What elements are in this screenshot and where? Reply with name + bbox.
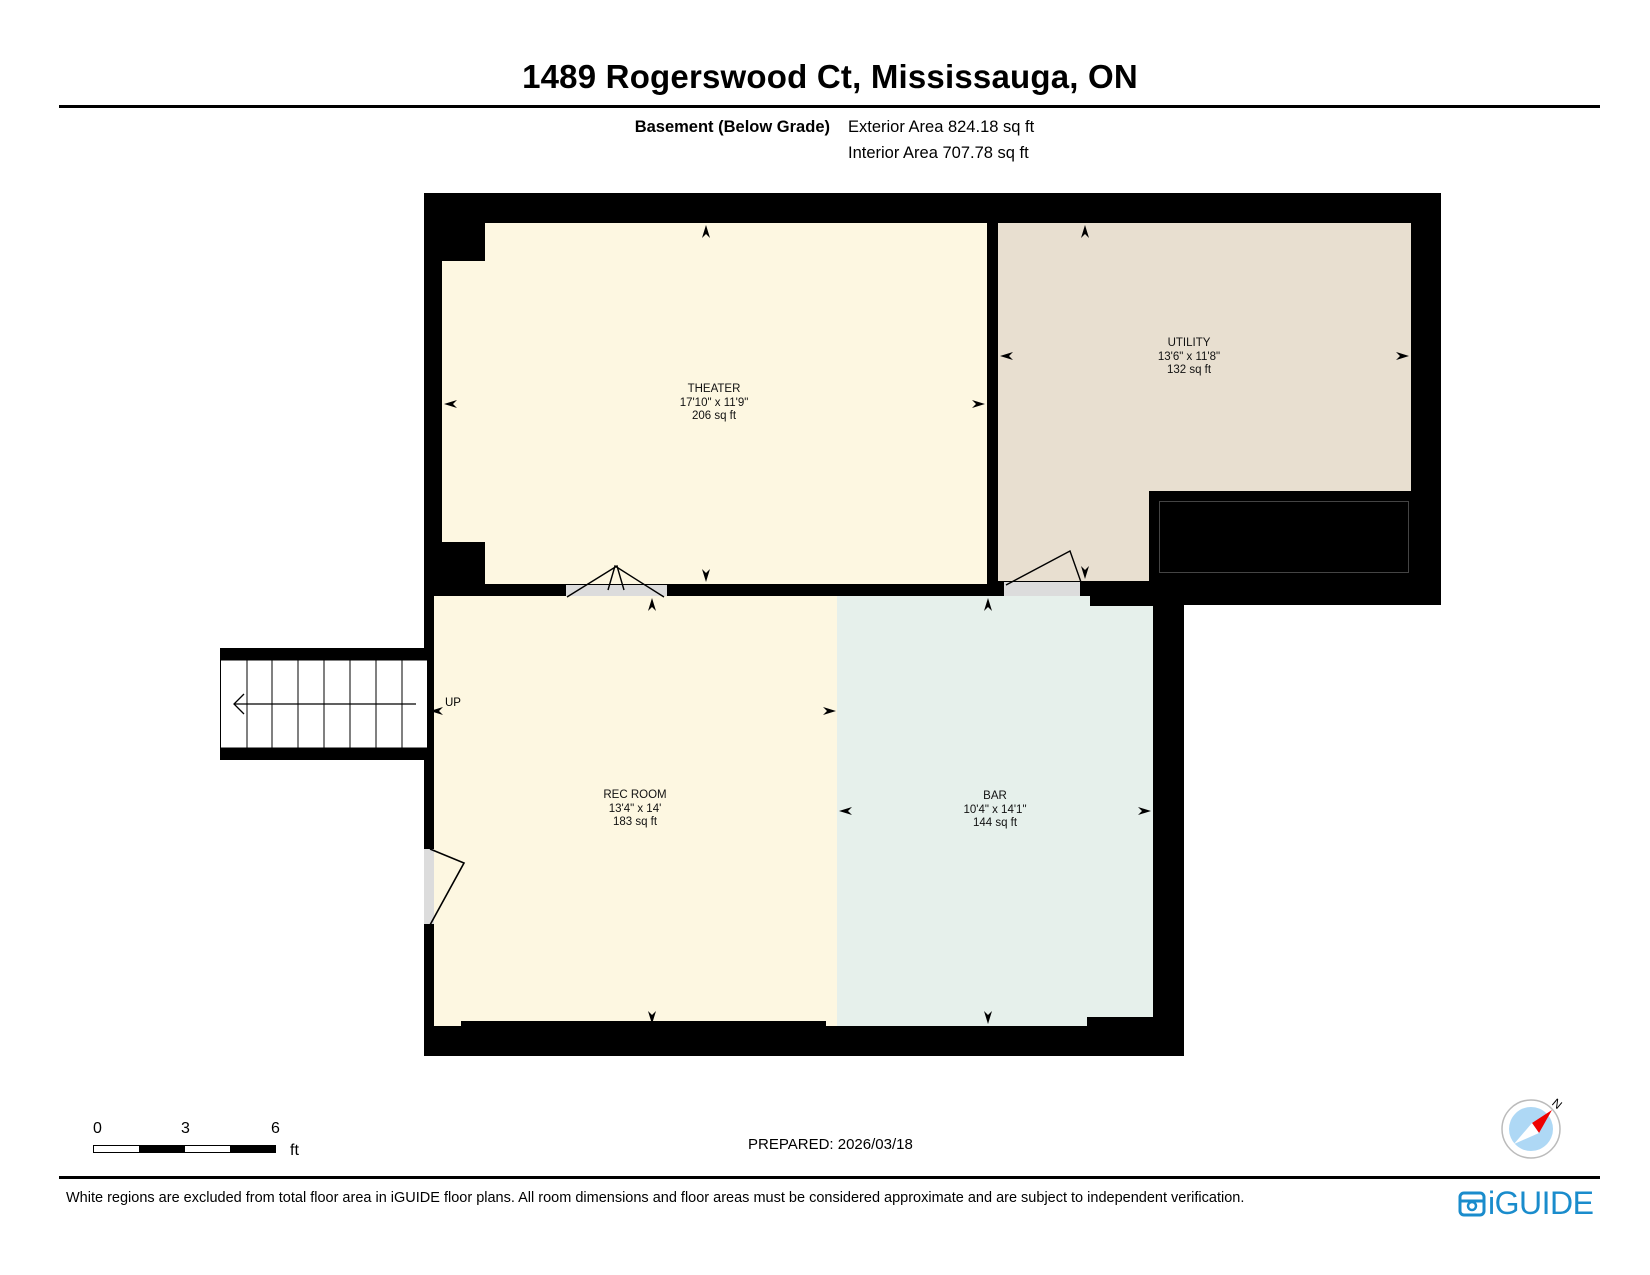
room-bar[interactable] [837,596,1153,1026]
stairs-treads-icon [220,660,428,748]
scale-tick-6: 6 [271,1120,280,1137]
bar-notch [1087,1017,1153,1026]
room-label-rec-room: REC ROOM 13'4" x 14' 183 sq ft [535,789,735,830]
exterior-area: Exterior Area 824.18 sq ft [848,118,1035,136]
room-area: 144 sq ft [972,817,1018,829]
room-dimensions: 13'4" x 14' [608,802,662,815]
theater-notch-bottom [442,542,485,584]
interior-area: Interior Area 707.78 sq ft [848,144,1029,162]
iguide-logo[interactable]: iGUIDE [1458,1185,1594,1222]
compass-icon: N [1501,1096,1565,1159]
room-name: THEATER [687,383,741,395]
room-area: 206 sq ft [691,410,737,422]
utility-cabinet [1159,501,1409,573]
stairs[interactable] [220,648,428,760]
room-label-bar: BAR 10'4" x 14'1" 144 sq ft [895,790,1095,831]
scale-bar-graphic [93,1145,276,1153]
door-swing-utility-icon [1005,550,1083,586]
door-utility[interactable] [1004,582,1080,596]
room-area: 132 sq ft [1166,364,1212,376]
room-theater[interactable] [442,223,987,584]
bar-top-notch [1090,596,1153,606]
door-swing-rec-icon [429,848,466,926]
theater-notch-top [442,223,485,261]
prepared-date: PREPARED: 2026/03/18 [748,1136,913,1153]
brand-name: iGUIDE [1488,1185,1594,1221]
stairs-up-label: UP [445,697,461,709]
scale-bar: 0 3 6 ft [93,1120,313,1160]
scale-tick-0: 0 [93,1120,102,1137]
page-title: 1489 Rogerswood Ct, Mississauga, ON [522,58,1138,95]
rec-bottom-wall [461,1021,826,1026]
room-name: BAR [983,790,1007,802]
iguide-camera-icon [1458,1191,1486,1216]
room-name: REC ROOM [603,789,667,801]
scale-unit: ft [290,1142,299,1159]
header-divider [59,105,1600,108]
utility-block [1149,491,1411,605]
door-theater-double[interactable] [566,585,667,596]
room-dimensions: 17'10" x 11'9" [679,396,749,409]
scale-tick-3: 3 [181,1120,190,1137]
door-rec-room-exterior[interactable] [424,849,434,924]
stairs-wall-bottom [220,748,428,760]
room-label-theater: THEATER 17'10" x 11'9" 206 sq ft [614,383,814,424]
room-name: UTILITY [1167,337,1211,349]
door-swing-theater-icon [566,564,665,598]
room-area: 183 sq ft [612,816,658,828]
room-dimensions: 13'6" x 11'8" [1157,350,1221,363]
floor-name: Basement (Below Grade) [634,118,830,136]
disclaimer: White regions are excluded from total fl… [66,1190,1245,1206]
footer-divider [59,1176,1600,1179]
wall-theater-utility [987,223,998,596]
room-label-utility: UTILITY 13'6" x 11'8" 132 sq ft [1089,337,1289,378]
stairs-wall-top [220,648,428,660]
room-rec-room[interactable] [434,596,837,1026]
room-dimensions: 10'4" x 14'1" [963,803,1027,816]
